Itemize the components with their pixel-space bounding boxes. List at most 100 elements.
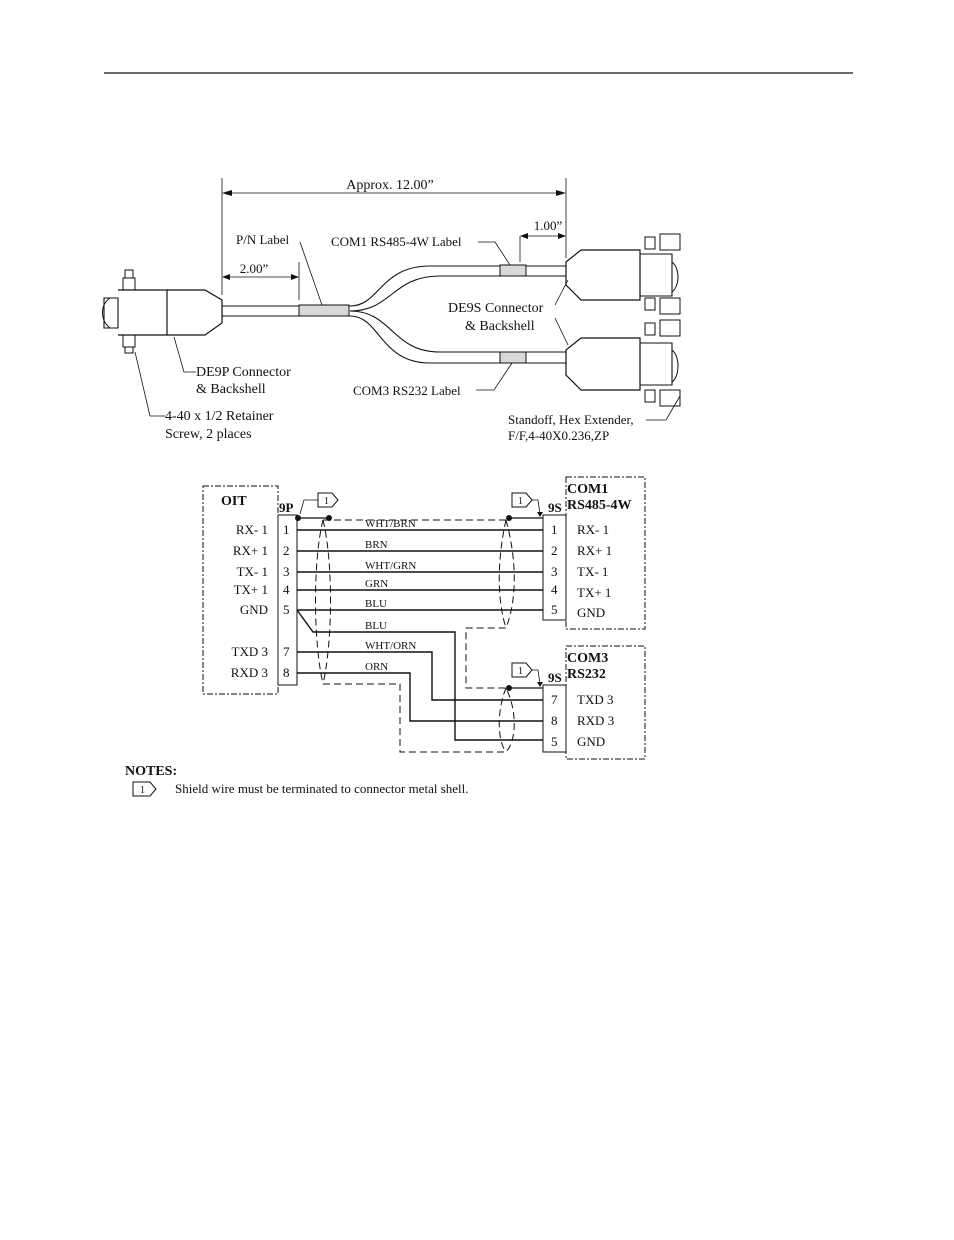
wire-blu-com3 xyxy=(296,609,543,741)
com1-title-line1: COM1 xyxy=(567,482,608,497)
com3-connector-label: 9S xyxy=(548,670,562,685)
oit-pin: 1 xyxy=(283,522,290,537)
com1-leader xyxy=(478,241,511,266)
com3-signal-gnd: GND xyxy=(577,734,605,749)
oit-pin: 8 xyxy=(283,665,290,680)
com3-connector-block xyxy=(542,684,567,753)
com1-pin: 1 xyxy=(551,522,558,537)
note-flag-icon: 1 xyxy=(511,662,543,687)
wire-label: BRN xyxy=(365,539,388,551)
notes-heading: NOTES: xyxy=(125,764,177,779)
com1-signal-tx-minus: TX- 1 xyxy=(577,564,608,579)
shield-dot xyxy=(295,515,301,521)
wire-label: ORN xyxy=(365,661,388,673)
com1-signal-gnd: GND xyxy=(577,605,605,620)
wiring-schematic: OIT 9P RX- 1 RX+ 1 TX- 1 TX+ 1 GND TXD 3… xyxy=(202,476,646,760)
note-flag-icon xyxy=(132,781,157,797)
de9s-label-line2: & Backshell xyxy=(465,319,535,334)
com3-leader xyxy=(476,362,513,391)
arrow-right-icon xyxy=(556,190,566,196)
cable-lower-inner xyxy=(349,310,566,353)
oit-signal-rx-minus: RX- 1 xyxy=(236,522,268,537)
standoff-label-line2: F/F,4-40X0.236,ZP xyxy=(508,428,609,443)
oit-signal-tx-minus: TX- 1 xyxy=(237,564,268,579)
note-flag-icon: 1 xyxy=(299,492,339,515)
com1-pin: 4 xyxy=(551,582,558,597)
wire-label: WHT/ORN xyxy=(365,640,416,652)
oit-pin: 2 xyxy=(283,543,290,558)
arrow-left-icon xyxy=(222,274,230,280)
com3-pin: 8 xyxy=(551,713,558,728)
cable-upper-outer xyxy=(349,265,566,307)
screw-label-line2: Screw, 2 places xyxy=(165,427,252,442)
shield-outline-inner-right xyxy=(498,519,507,629)
oit-signal-txd: TXD 3 xyxy=(232,644,268,659)
note-text: Shield wire must be terminated to connec… xyxy=(175,781,469,796)
cable-outline: Approx. 12.00” 1.00” 2.00” xyxy=(102,178,681,443)
com1-title-line2: RS485-4W xyxy=(567,498,632,513)
de9s-connector-upper-icon xyxy=(565,233,681,315)
standoff-label-line1: Standoff, Hex Extender, xyxy=(508,412,634,427)
oit-connector-label: 9P xyxy=(279,500,294,515)
com1-label-text: COM1 RS485-4W Label xyxy=(331,234,462,249)
oit-pin: 4 xyxy=(283,582,290,597)
oit-pin: 5 xyxy=(283,602,290,617)
com3-title-line1: COM3 xyxy=(567,651,608,666)
note-flag-number: 1 xyxy=(518,666,523,677)
wire-label: WHT/BRN xyxy=(365,518,416,530)
wire-label: WHT/GRN xyxy=(365,560,416,572)
oit-box xyxy=(202,485,279,695)
wire-label: BLU xyxy=(365,620,387,632)
cable-upper-inner xyxy=(349,275,566,312)
shield-dot xyxy=(326,515,332,521)
com1-pin: 5 xyxy=(551,602,558,617)
com1-connector-block xyxy=(542,514,567,621)
shield-outline-inner-com3 xyxy=(498,687,507,753)
note-flag-number: 1 xyxy=(518,496,523,507)
pn-leader xyxy=(299,241,323,306)
pn-label-text: P/N Label xyxy=(236,232,289,247)
arrow-right-icon xyxy=(558,233,566,239)
notes-section: NOTES: 1 Shield wire must be terminated … xyxy=(125,764,469,797)
wire-label: GRN xyxy=(365,578,388,590)
de9s-leader-upper xyxy=(554,279,569,306)
arrow-left-icon xyxy=(520,233,528,239)
de9s-label-line1: DE9S Connector xyxy=(448,301,544,316)
com1-signal-tx-plus: TX+ 1 xyxy=(577,585,611,600)
com3-signal-txd: TXD 3 xyxy=(577,692,613,707)
com1-pin: 3 xyxy=(551,564,558,579)
com3-label-tag xyxy=(499,351,527,364)
pn-offset-dim: 2.00” xyxy=(240,261,269,276)
screw-label-line1: 4-40 x 1/2 Retainer xyxy=(165,409,274,424)
label-offset-dim: 1.00” xyxy=(534,218,563,233)
com1-connector-label: 9S xyxy=(548,500,562,515)
note-flag-icon: 1 xyxy=(511,492,543,517)
shield-dot xyxy=(506,685,512,691)
oit-signal-tx-plus: TX+ 1 xyxy=(234,582,268,597)
de9s-connector-lower-icon xyxy=(565,319,681,407)
com1-label-tag xyxy=(499,264,527,277)
oit-signal-gnd: GND xyxy=(240,602,268,617)
shield-outline-inner-left xyxy=(322,519,331,685)
oit-pin: 3 xyxy=(283,564,290,579)
overall-length-label: Approx. 12.00” xyxy=(346,178,434,193)
com1-pin: 2 xyxy=(551,543,558,558)
note-flag-number: 1 xyxy=(140,785,145,796)
oit-title: OIT xyxy=(221,494,247,509)
de9p-leader xyxy=(173,336,196,373)
oit-pin: 7 xyxy=(283,644,290,659)
screw-leader xyxy=(134,351,165,417)
shield-outline xyxy=(315,519,515,753)
com1-signal-rx-plus: RX+ 1 xyxy=(577,543,612,558)
oit-connector-block xyxy=(277,514,298,686)
shield-dot xyxy=(506,515,512,521)
com3-title-line2: RS232 xyxy=(567,667,606,682)
com3-signal-rxd: RXD 3 xyxy=(577,713,614,728)
cable-lower-outer xyxy=(349,315,566,364)
pn-label-tag xyxy=(298,304,350,317)
note-flag-number: 1 xyxy=(324,496,329,507)
wire-wht-orn xyxy=(297,651,543,701)
wire-label: BLU xyxy=(365,598,387,610)
